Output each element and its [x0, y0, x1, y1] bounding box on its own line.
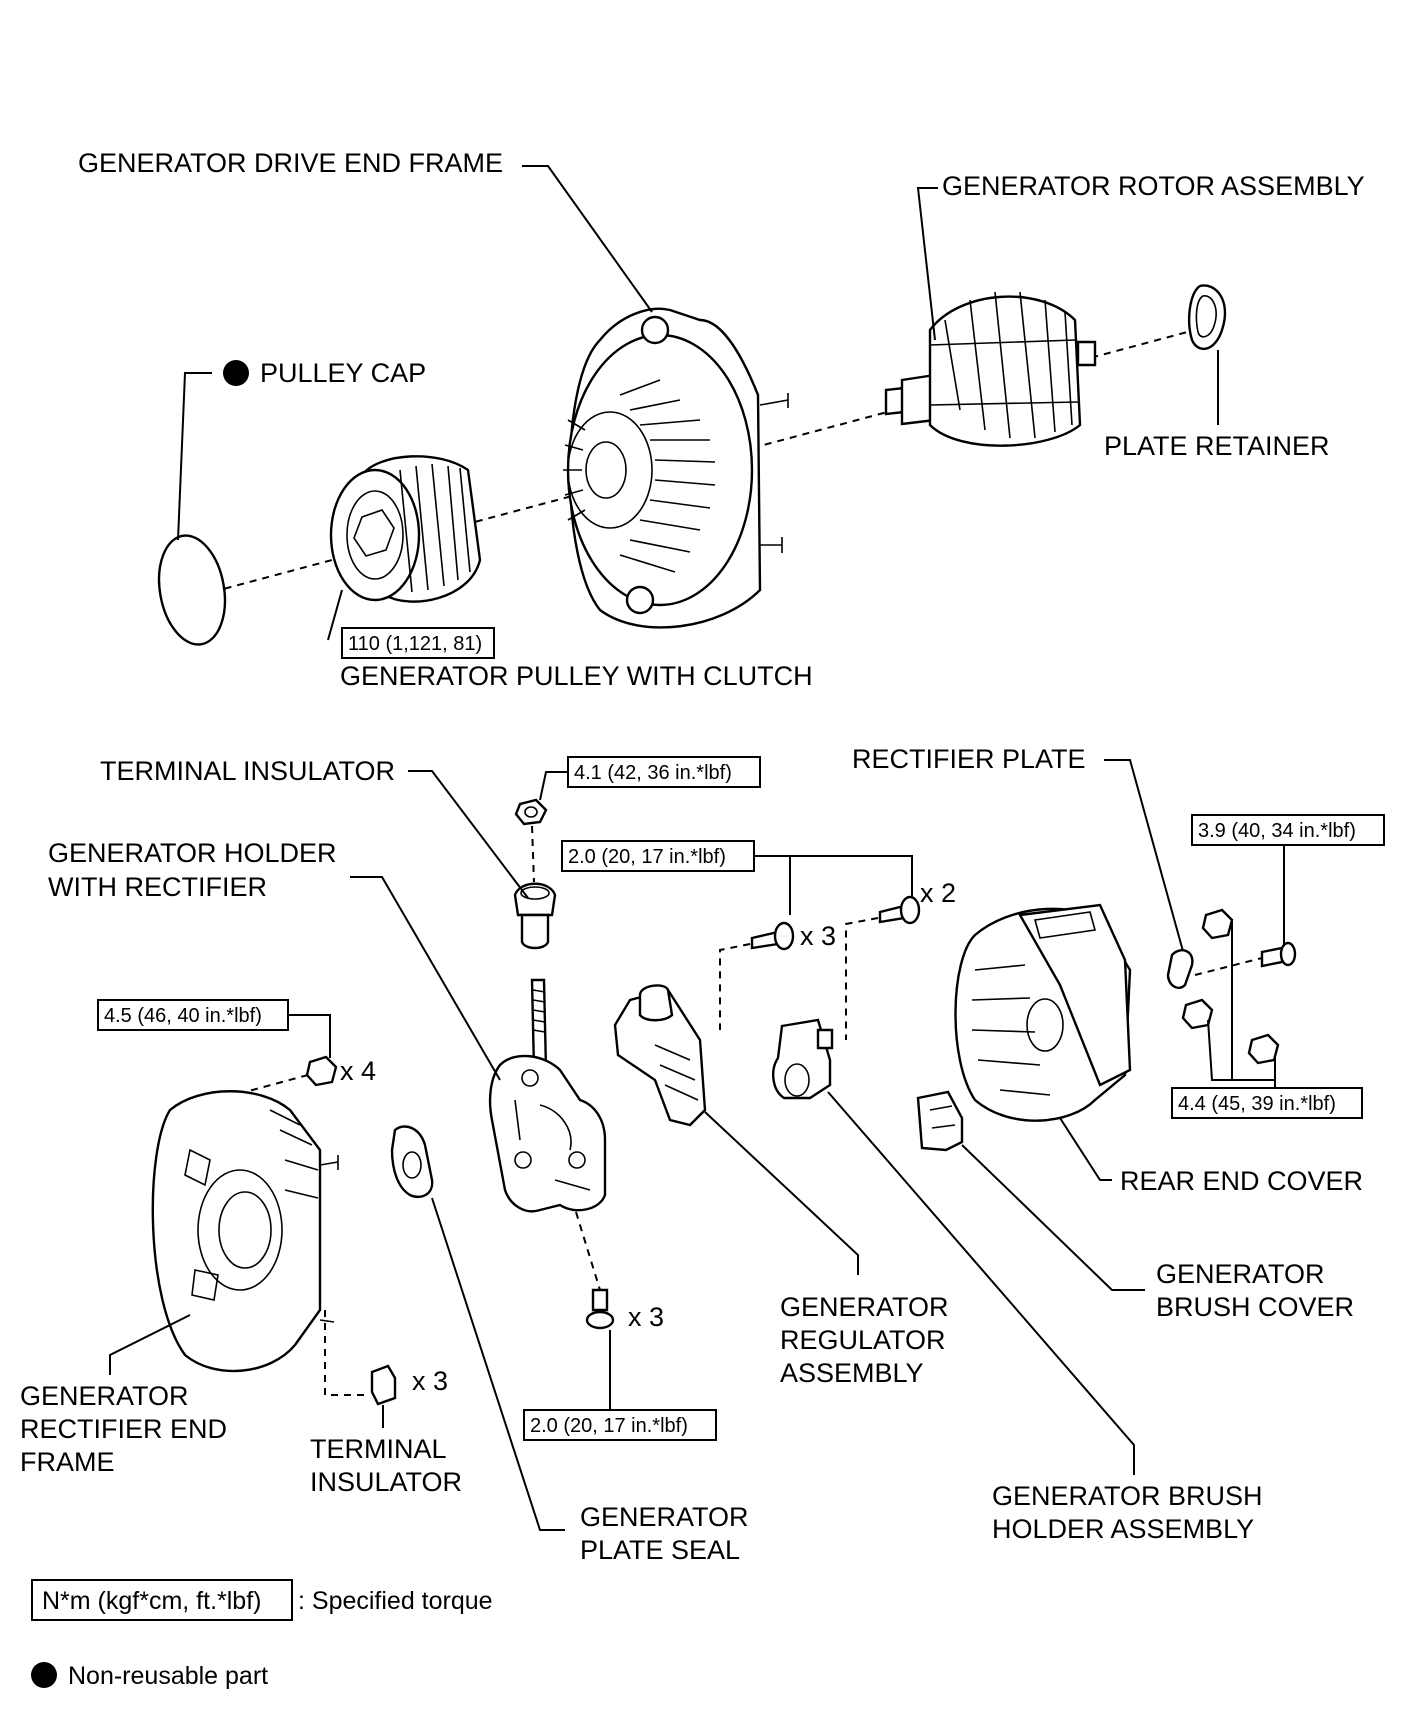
- torque-box-rear-cover: [1171, 1087, 1363, 1119]
- dash-holder-screws: [575, 1211, 601, 1291]
- qty-end-frame-nuts: x 4: [340, 1056, 376, 1086]
- leader-pulley: [327, 589, 343, 641]
- leader-brush-holder: [827, 1091, 1135, 1475]
- holder-screw: [585, 1288, 615, 1330]
- label-plate-seal-1: GENERATOR: [580, 1502, 749, 1532]
- leader-end-frame-torque: [288, 1014, 331, 1058]
- dash-end-frame-nut: [207, 1074, 309, 1103]
- leader-rear-end-cover: [1059, 1117, 1112, 1181]
- plate-seal: [390, 1125, 434, 1199]
- dash-terminal-insulator-bottom: [324, 1310, 368, 1396]
- leader-regulator-screws-torque: [754, 855, 913, 915]
- holder-with-rectifier: [488, 978, 607, 1213]
- label-rotor-assembly: GENERATOR ROTOR ASSEMBLY: [942, 171, 1365, 201]
- torque-box-holder-screws: [523, 1409, 717, 1441]
- rear-end-cover: [954, 903, 1132, 1122]
- label-holder-with-rectifier-2: WITH RECTIFIER: [48, 872, 267, 902]
- rectifier-end-frame: [151, 1090, 339, 1373]
- label-brush-cover-2: BRUSH COVER: [1156, 1292, 1354, 1322]
- label-regulator-3: ASSEMBLY: [780, 1358, 924, 1388]
- qty-cover-screws: x 2: [920, 878, 956, 908]
- label-holder-with-rectifier-1: GENERATOR HOLDER: [48, 838, 337, 868]
- torque-end-frame: 4.5 (46, 40 in.*lbf): [104, 1005, 262, 1027]
- rotor-assembly: [884, 291, 1097, 447]
- label-regulator-2: REGULATOR: [780, 1325, 946, 1355]
- label-plate-retainer: PLATE RETAINER: [1104, 431, 1330, 461]
- rear-cover-nut-1: [1201, 908, 1234, 940]
- leader-regulator: [704, 1111, 859, 1275]
- rectifier-plate-bolt: [1260, 941, 1297, 968]
- leader-plate-seal: [431, 1197, 565, 1531]
- leader-terminal-nut-torque: [539, 771, 568, 801]
- regulator-screw-left: [750, 921, 795, 951]
- label-rectifier-end-frame-3: FRAME: [20, 1447, 115, 1477]
- terminal-insulator-bottom: [370, 1364, 397, 1406]
- label-terminal-insulator-bottom-2: INSULATOR: [310, 1467, 462, 1497]
- qty-terminal-insulators: x 3: [412, 1366, 448, 1396]
- label-brush-holder-2: HOLDER ASSEMBLY: [992, 1514, 1254, 1544]
- leader-pulley-cap: [177, 372, 212, 541]
- label-regulator-1: GENERATOR: [780, 1292, 949, 1322]
- label-rectifier-end-frame-2: RECTIFIER END: [20, 1414, 227, 1444]
- legend-non-reusable: Non-reusable part: [68, 1662, 268, 1690]
- label-terminal-insulator-bottom-1: TERMINAL: [310, 1434, 447, 1464]
- torque-regulator-screws: 2.0 (20, 17 in.*lbf): [568, 846, 726, 868]
- legend-torque-units: N*m (kgf*cm, ft.*lbf): [42, 1587, 261, 1615]
- torque-rectifier-plate: 3.9 (40, 34 in.*lbf): [1198, 820, 1356, 842]
- dash-regulator-screw-left: [719, 943, 751, 1030]
- leader-drive-end-frame: [522, 165, 653, 313]
- end-frame-nut: [305, 1055, 338, 1087]
- label-terminal-insulator-top: TERMINAL INSULATOR: [100, 756, 395, 786]
- brush-cover: [916, 1090, 964, 1152]
- plate-retainer: [1188, 284, 1227, 350]
- terminal-nut: [514, 798, 548, 826]
- label-plate-seal-2: PLATE SEAL: [580, 1535, 740, 1565]
- qty-holder-screws: x 3: [628, 1302, 664, 1332]
- label-brush-cover-1: GENERATOR: [1156, 1259, 1325, 1289]
- label-pulley-with-clutch: GENERATOR PULLEY WITH CLUTCH: [340, 661, 813, 691]
- terminal-insulator-top: [513, 882, 557, 950]
- legend-torque-desc: : Specified torque: [298, 1587, 493, 1615]
- leader-rectifier-plate: [1104, 759, 1187, 963]
- leader-brush-cover: [961, 1144, 1145, 1291]
- torque-rear-cover: 4.4 (45, 39 in.*lbf): [1178, 1093, 1336, 1115]
- rear-cover-nut-3: [1247, 1033, 1280, 1065]
- torque-terminal-nut: 4.1 (42, 36 in.*lbf): [574, 762, 732, 784]
- label-rectifier-end-frame-1: GENERATOR: [20, 1381, 189, 1411]
- pulley-cap: [157, 534, 227, 646]
- dash-terminal-nut: [531, 825, 535, 883]
- rectifier-plate: [1166, 949, 1194, 989]
- label-drive-end-frame: GENERATOR DRIVE END FRAME: [78, 148, 503, 178]
- dash-regulator-screw-right: [845, 917, 879, 1040]
- qty-regulator-screws: x 3: [800, 921, 836, 951]
- regulator-screw-right: [878, 895, 921, 925]
- torque-box-regulator-screws: [561, 840, 755, 872]
- leader-rotor: [916, 187, 938, 341]
- non-reusable-icon: [223, 360, 249, 386]
- legend-torque-box: [31, 1579, 293, 1621]
- pulley-with-clutch: [329, 455, 482, 603]
- dash-rectifier-plate: [1194, 957, 1263, 976]
- legend-non-reusable-icon: [31, 1662, 57, 1688]
- leader-terminal-insulator-top: [408, 770, 529, 899]
- label-pulley-cap: PULLEY CAP: [260, 358, 426, 388]
- leader-rear-cover-nuts: [1207, 922, 1276, 1102]
- leader-rectifier-end-frame: [109, 1314, 191, 1375]
- torque-box-pulley: [341, 627, 495, 659]
- drive-end-frame: [563, 307, 789, 629]
- label-brush-holder-1: GENERATOR BRUSH: [992, 1481, 1263, 1511]
- brush-holder-assembly: [772, 1018, 834, 1100]
- leader-holder-with-rectifier: [350, 876, 501, 1081]
- label-rear-end-cover: REAR END COVER: [1120, 1166, 1363, 1196]
- regulator-assembly: [613, 984, 707, 1127]
- label-rectifier-plate: RECTIFIER PLATE: [852, 744, 1086, 774]
- torque-box-rectifier-plate: [1191, 814, 1385, 846]
- torque-holder-screws: 2.0 (20, 17 in.*lbf): [530, 1415, 688, 1437]
- torque-pulley: 110 (1,121, 81): [348, 633, 482, 655]
